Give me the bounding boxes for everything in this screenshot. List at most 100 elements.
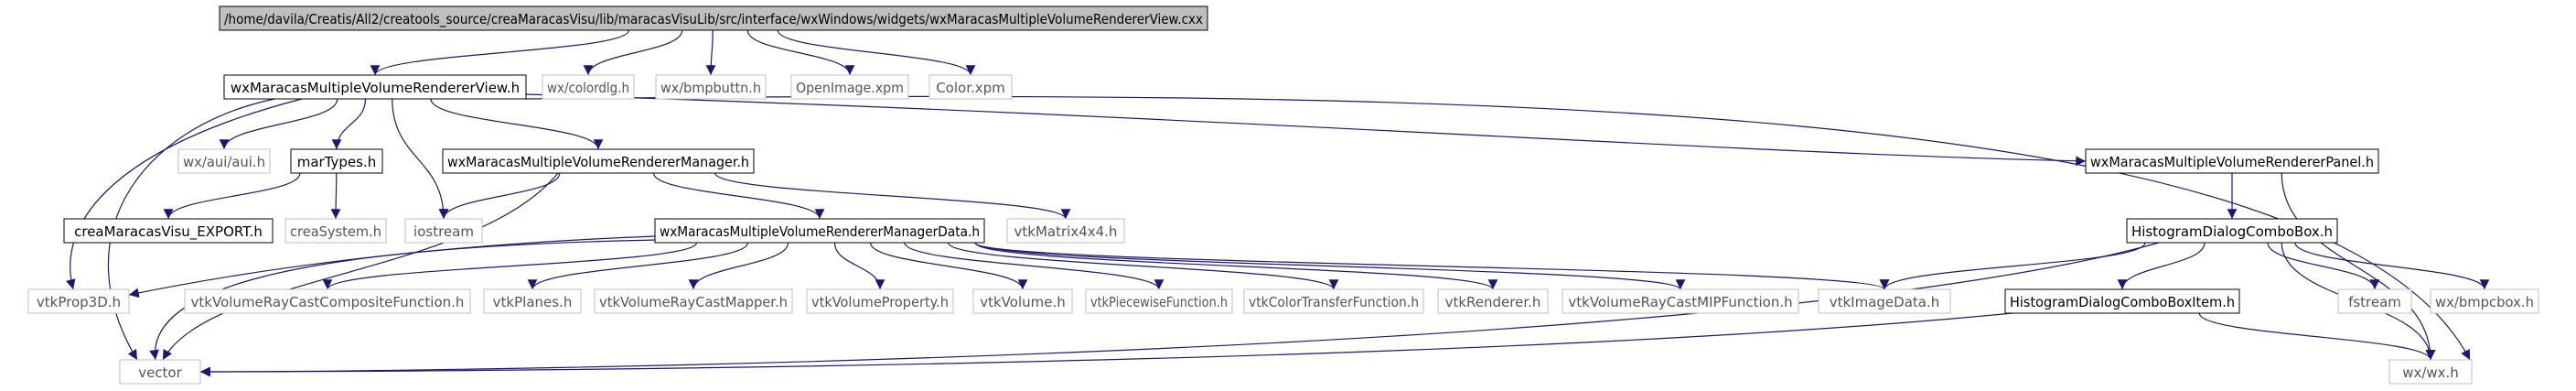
node-box xyxy=(2085,148,2379,174)
node-fstream: fstream xyxy=(2337,288,2412,314)
node-label: vtkProp3D.h xyxy=(37,294,121,310)
node-label: vtkRenderer.h xyxy=(1445,294,1541,310)
node-box xyxy=(655,74,767,100)
edges-layer xyxy=(66,29,2490,377)
node-box xyxy=(219,5,1208,31)
node-box xyxy=(790,74,909,100)
edge-manager-to-matrix xyxy=(714,172,1071,220)
edge-managerdata-to-piecewise xyxy=(904,242,1165,290)
node-colordlg: wx/colordlg.h xyxy=(542,74,635,100)
edge-managerdata-to-planes xyxy=(527,242,749,290)
node-box xyxy=(2126,218,2338,244)
node-box xyxy=(27,288,130,314)
node-label: vtkVolumeRayCastMapper.h xyxy=(599,294,788,310)
node-iostream: iostream xyxy=(404,218,483,244)
node-label: wxMaracasMultipleVolumeRendererView.h xyxy=(231,80,520,96)
node-box xyxy=(542,74,635,100)
node-box xyxy=(290,148,383,174)
node-martypes[interactable]: marTypes.h xyxy=(290,148,383,174)
node-label: OpenImage.xpm xyxy=(796,80,904,96)
edge-histitem-to-vector xyxy=(199,312,2013,377)
node-piecewise: vtkPiecewiseFunction.h xyxy=(1085,288,1233,314)
node-box xyxy=(119,359,201,385)
node-label: vtkVolumeRayCastCompositeFunction.h xyxy=(191,294,465,310)
node-label: vtkPiecewiseFunction.h xyxy=(1090,294,1228,310)
nodes-layer: /home/davila/Creatis/All2/creatools_sour… xyxy=(27,5,2539,385)
edge-managerdata-to-raycastmapper xyxy=(688,242,789,290)
node-vector: vector xyxy=(119,359,201,385)
node-label: iostream xyxy=(413,223,474,240)
node-box xyxy=(806,288,954,314)
node-histitem[interactable]: HistogramDialogComboBoxItem.h xyxy=(2004,288,2240,314)
node-label: fstream xyxy=(2348,294,2401,310)
node-box xyxy=(972,288,1073,314)
edge-histcombo-to-imagedata xyxy=(1879,242,2146,290)
node-box xyxy=(2388,359,2473,385)
node-bmpbuttn: wx/bmpbuttn.h xyxy=(655,74,767,100)
edge-managerdata-to-vector xyxy=(149,239,660,361)
node-label: Color.xpm xyxy=(936,80,1005,96)
node-label: wx/colordlg.h xyxy=(547,80,629,96)
node-label: wxMaracasMultipleVolumeRendererManager.h xyxy=(447,154,749,170)
edge-manager-to-iostream xyxy=(438,172,561,220)
node-box xyxy=(404,218,483,244)
node-auih: wx/aui/aui.h xyxy=(177,148,271,174)
edge-histcombo-to-histitem xyxy=(2117,242,2206,290)
node-viewh[interactable]: wxMaracasMultipleVolumeRendererView.h xyxy=(223,74,527,100)
node-label: wxMaracasMultipleVolumeRendererPanel.h xyxy=(2090,154,2374,170)
node-matrix: vtkMatrix4x4.h xyxy=(1006,218,1125,244)
edge-managerdata-to-volume xyxy=(869,242,1028,290)
node-colorxpm: Color.xpm xyxy=(928,74,1013,100)
node-label: wxMaracasMultipleVolumeRendererManagerDa… xyxy=(660,223,980,240)
edge-root-to-bmpbuttn xyxy=(705,29,716,76)
node-manager[interactable]: wxMaracasMultipleVolumeRendererManager.h xyxy=(442,148,755,174)
node-creasystem: creaSystem.h xyxy=(284,218,387,244)
node-wxh: wx/wx.h xyxy=(2388,359,2473,385)
node-planes: vtkPlanes.h xyxy=(483,288,582,314)
node-label: /home/davila/Creatis/All2/creatools_sour… xyxy=(224,11,1203,28)
node-raycastmapper: vtkVolumeRayCastMapper.h xyxy=(594,288,793,314)
node-label: vtkColorTransferFunction.h xyxy=(1249,294,1419,310)
node-histcombo[interactable]: HistogramDialogComboBox.h xyxy=(2126,218,2338,244)
node-label: wx/bmpbuttn.h xyxy=(660,80,761,96)
node-label: vtkPlanes.h xyxy=(493,294,573,310)
edge-viewh-to-iostream xyxy=(392,98,449,220)
node-volume: vtkVolume.h xyxy=(972,288,1073,314)
node-box xyxy=(177,148,271,174)
edge-panel-to-wxh xyxy=(2281,172,2436,361)
node-label: creaSystem.h xyxy=(290,223,381,240)
node-label: vtkVolume.h xyxy=(980,294,1066,310)
node-export[interactable]: creaMaracasVisu_EXPORT.h xyxy=(63,218,274,244)
node-panel[interactable]: wxMaracasMultipleVolumeRendererPanel.h xyxy=(2085,148,2379,174)
node-box xyxy=(1818,288,1951,314)
node-box xyxy=(442,148,755,174)
node-label: wx/aui/aui.h xyxy=(183,154,265,170)
node-label: vtkVolumeRayCastMIPFunction.h xyxy=(1568,294,1792,310)
edge-manager-to-managerdata xyxy=(652,172,825,220)
edge-martypes-to-creasystem xyxy=(330,172,341,220)
node-root[interactable]: /home/davila/Creatis/All2/creatools_sour… xyxy=(219,5,1208,31)
node-volprop: vtkVolumeProperty.h xyxy=(806,288,954,314)
node-prop3d: vtkProp3D.h xyxy=(27,288,130,314)
node-openimage: OpenImage.xpm xyxy=(790,74,909,100)
node-label: wx/bmpcbox.h xyxy=(2435,294,2534,310)
edge-manager-to-vector xyxy=(162,172,559,361)
edge-root-to-openimage xyxy=(746,29,855,76)
edge-managerdata-to-renderer xyxy=(974,242,1498,290)
edge-managerdata-to-prop3d xyxy=(128,235,656,299)
edge-root-to-colorxpm xyxy=(777,29,976,76)
node-box xyxy=(1243,288,1424,314)
node-box xyxy=(223,74,527,100)
edge-managerdata-to-imagedata xyxy=(974,242,1889,290)
node-renderer: vtkRenderer.h xyxy=(1437,288,1549,314)
edge-managerdata-to-raycastcomp xyxy=(322,242,698,290)
node-box xyxy=(2337,288,2412,314)
node-box xyxy=(594,288,793,314)
node-raycastcomp: vtkVolumeRayCastCompositeFunction.h xyxy=(184,288,471,314)
node-box xyxy=(1437,288,1549,314)
edge-managerdata-to-colortransfer xyxy=(947,242,1339,290)
node-box xyxy=(2430,288,2539,314)
edge-viewh-to-auih xyxy=(219,98,338,150)
node-box xyxy=(1085,288,1233,314)
node-managerdata[interactable]: wxMaracasMultipleVolumeRendererManagerDa… xyxy=(654,218,985,244)
